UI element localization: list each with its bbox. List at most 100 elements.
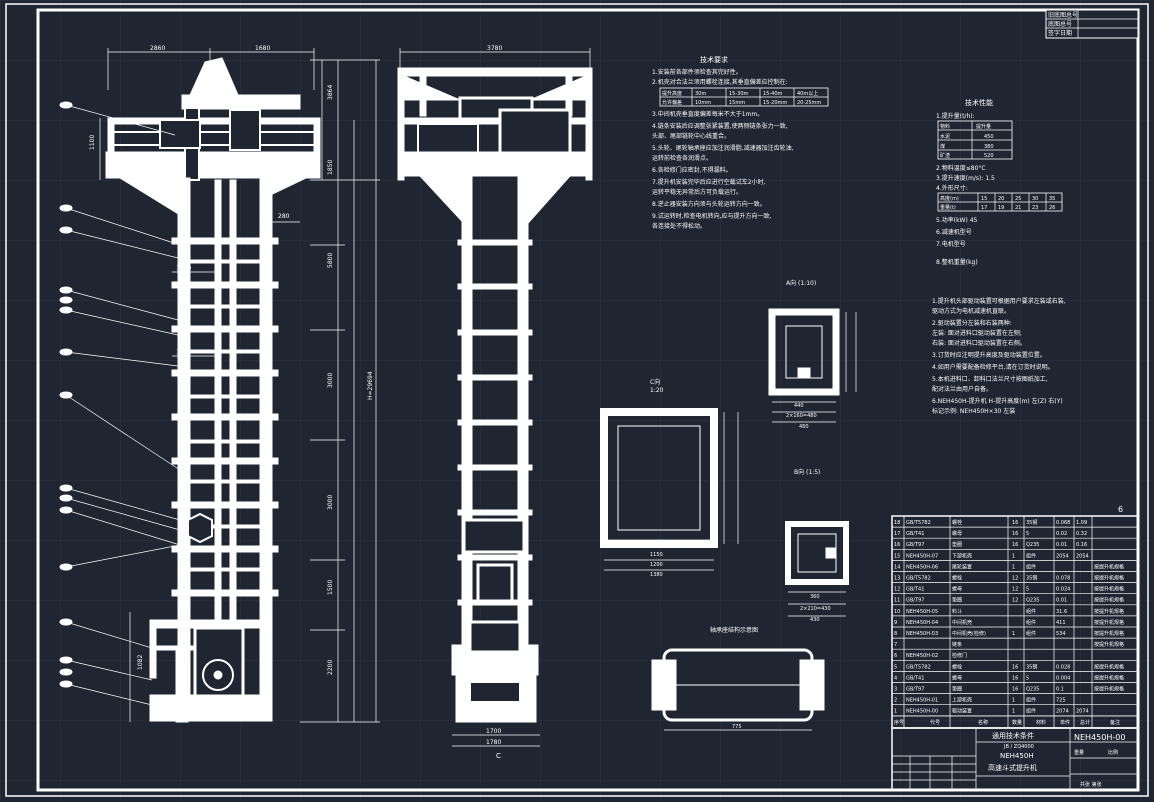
parts-cell: 按提升机规格 [1094,641,1124,648]
rev-row-2: 底图总号 [1048,20,1072,28]
side-inspection-door [462,518,526,554]
tech-perf-table1: 物料 提升量 水泥 450 煤 380 矿渣 520 [937,120,1013,160]
parts-cell: 7 [894,642,897,648]
parts-cell: 组件 [1026,563,1036,570]
parts-cell: 15 [894,553,900,559]
tech-perf-p3: 3.提升速度(m/s): 1.5 [936,174,995,182]
parts-cell: 中间机壳 [952,619,972,626]
boot-base [149,694,273,722]
parts-cell: 按提升机规格 [1094,608,1124,615]
tech-requirements: 技术要求 1.安装前各部件须检查其完好性。 2.机壳对合法兰须用螺栓连接,其垂直… [652,55,829,230]
platform-rail [107,117,321,125]
parts-cell: NEH450H-06 [906,564,938,570]
cell: 矿渣 [940,152,950,159]
parts-cell: GB/T97 [906,598,924,604]
parts-cell: 0.1 [1056,687,1064,693]
parts-cell: 725 [1056,698,1066,704]
section-a-dim-3: 480 [799,424,809,430]
parts-cell: 12 [1012,598,1018,604]
parts-cell: 料斗 [952,608,962,615]
section-b-view: B向 (1:5) 360 2×210=430 430 [785,468,849,623]
parts-cell: 17 [894,531,900,537]
parts-cell: 1 [1012,709,1015,715]
cell: 40m以上 [797,90,818,97]
parts-cell: 按提升机规格 [1094,663,1124,670]
parts-cell: 按提升机规格 [1094,563,1124,570]
tech-req-line: 1.安装前各部件须检查其完好性。 [652,68,742,76]
section-b-dim-3: 430 [810,617,820,623]
parts-cell: 按提升机规格 [1094,630,1124,637]
parts-cell: GB/T5782 [906,664,931,670]
revision-corner-table: 旧底图总号 底图总号 签字日期 [1045,9,1139,39]
parts-cell: 5 [1026,587,1029,593]
tech-req-line: 9.试运转时,检查电机转向,应与提升方向一致, [652,212,772,220]
parts-cell: 9 [894,620,897,626]
header-cell: 序号 [894,719,904,726]
parts-cell: 按提升机规格 [1094,619,1124,626]
parts-cell: 0.16 [1076,542,1087,548]
parts-cell: 0.028 [1056,664,1070,670]
note-line: 2.驱动装置分左装和右装两种: [932,319,1012,327]
tech-perf-p2: 2.物料温度≤80°C [936,164,986,172]
header-cell: 备注 [1110,719,1120,726]
section-b-dim-2: 2×210=430 [800,606,831,612]
bearing-view-dim: 775 [732,724,742,730]
front-dim-1790: 1790 [176,265,191,272]
cell: 10mm [695,100,711,106]
section-a-view: A向 (1:10) 440 2×160=480 480 [768,279,857,430]
parts-cell: 螺栓 [952,519,962,526]
parts-cell: 0.32 [1076,531,1087,537]
parts-cell: 下部机壳 [952,552,972,559]
note-line: 1.提升机头部驱动装置可根据用户要求左装或右装, [932,297,1066,305]
note-line: 配对法兰由用户自备。 [932,385,992,393]
cell: 380 [984,144,994,150]
cell: 30 [1032,196,1038,202]
tech-req-line: 3.中间机壳垂直度偏差每米不大于1mm。 [652,110,763,118]
section-c-title: C向 [650,378,660,386]
parts-cell: 按提升机规格 [1094,597,1124,604]
tech-perf-p7: 7.电机型号 [936,240,966,248]
parts-cell: 1 [894,709,897,715]
note-line: 5.本机进料口、卸料口法兰尺寸按图纸加工, [932,375,1048,383]
cell: 提升高度 [662,90,682,97]
balloon-callouts [59,101,181,706]
note-line: 驱动方式为电机减速机直联。 [932,307,1010,315]
title-sheet: 共张 第张 [1080,781,1102,788]
parts-cell: 1 [1012,553,1015,559]
parts-cell: 4 [894,675,897,681]
parts-cell: 11 [894,598,900,604]
parts-cell: 组件 [1026,552,1036,559]
title-model: NEH450H [1000,752,1034,760]
cell: 煤 [940,143,945,150]
parts-cell: 组件 [1026,630,1036,637]
section-c-width-1: 1150 [650,552,663,558]
parts-cell: GB/T5782 [906,576,931,582]
bearing-detail-view: 轴承座结构示意图 775 [651,626,825,731]
casing-flanges [171,237,279,597]
parts-cell: 2074 [1076,709,1089,715]
cell: 19 [998,205,1004,211]
header-cell: 名称 [978,719,988,726]
cell: 15-30m [729,91,749,97]
note-line: 6.NEH450H-提升机 H-提升高度(m) 左(Z) 右(Y) [932,397,1063,405]
front-top-dim-1: 2860 [150,45,165,52]
parts-cell: 16 [1012,531,1018,537]
side-top-dim: 3780 [487,45,502,52]
vdim-6: 2200 [327,660,334,675]
drawing-frame [5,3,1149,797]
title-header: 通用技术条件 [992,731,1034,740]
parts-cell: 5 [1026,531,1029,537]
casing-right-rail [259,177,273,719]
parts-cell: Q235 [1026,542,1039,548]
tech-req-line: 头部、尾部链轮中心线重合。 [652,132,730,140]
header-cell: 单件 [1060,719,1070,726]
bearing-view-title: 轴承座结构示意图 [710,626,758,634]
parts-cell: 16 [1012,520,1018,526]
cell: 允许偏差 [662,99,682,106]
parts-cell: NEH450H-05 [906,609,938,615]
parts-cell: 螺母 [952,674,962,681]
title-name: 高速斗式提升机 [988,763,1037,772]
tech-req-line: 2.机壳对合法兰须用螺栓连接,其垂直偏差应控制在: [652,78,788,86]
side-bottom-dim2: 1780 [486,739,501,746]
